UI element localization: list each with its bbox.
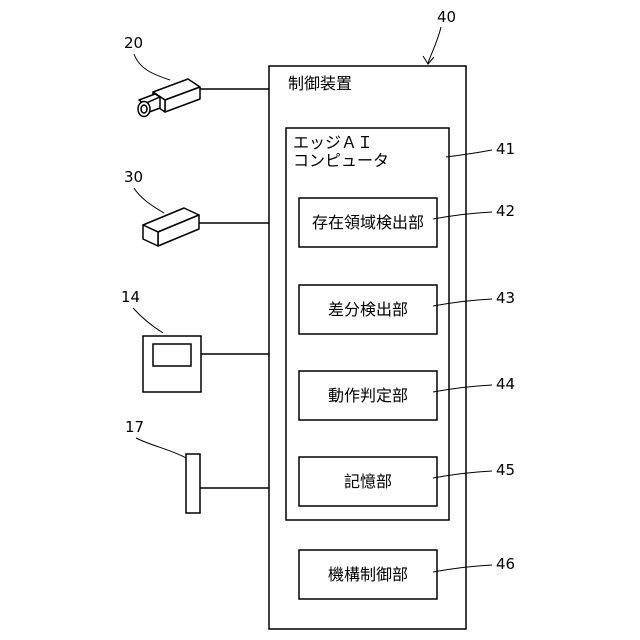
control-device-leader — [428, 27, 441, 63]
bar-device-icon — [186, 454, 200, 513]
unit-leader-45 — [433, 471, 492, 478]
edge-ai-box — [286, 128, 449, 520]
mechanism-unit-leader — [433, 565, 492, 572]
device-ref-20: 20 — [124, 34, 143, 52]
edge-ai-ref: 41 — [496, 140, 515, 158]
device-ref-30: 30 — [124, 168, 143, 186]
device-ref-14: 14 — [121, 288, 140, 306]
display-terminal-icon — [143, 336, 201, 392]
unit-ref-45: 45 — [496, 461, 515, 479]
camera-icon — [138, 79, 200, 117]
sensor-box-icon — [143, 208, 199, 246]
unit-label-44: 動作判定部 — [328, 386, 408, 405]
control-device-arrow-icon — [423, 56, 434, 64]
device-leader-14 — [133, 308, 163, 333]
unit-label-43: 差分検出部 — [328, 300, 408, 319]
unit-ref-42: 42 — [496, 202, 515, 220]
unit-label-45: 記憶部 — [344, 472, 392, 491]
device-ref-17: 17 — [125, 418, 144, 436]
unit-leader-44 — [433, 385, 492, 392]
control-device-ref: 40 — [437, 8, 456, 26]
edge-ai-label-line2: コンピュータ — [293, 151, 389, 170]
device-leader-17 — [136, 438, 186, 458]
control-device-label: 制御装置 — [288, 74, 352, 93]
unit-ref-43: 43 — [496, 289, 515, 307]
unit-label-42: 存在領域検出部 — [312, 213, 424, 232]
device-leader-30 — [134, 188, 164, 213]
unit-leader-42 — [433, 212, 492, 219]
mechanism-unit-ref: 46 — [496, 555, 515, 573]
mechanism-unit-label: 機構制御部 — [328, 565, 408, 584]
edge-ai-leader — [446, 150, 492, 157]
device-leader-20 — [134, 54, 170, 80]
unit-ref-44: 44 — [496, 375, 515, 393]
unit-leader-43 — [433, 299, 492, 306]
edge-ai-label-line1: エッジＡＩ — [293, 133, 373, 152]
